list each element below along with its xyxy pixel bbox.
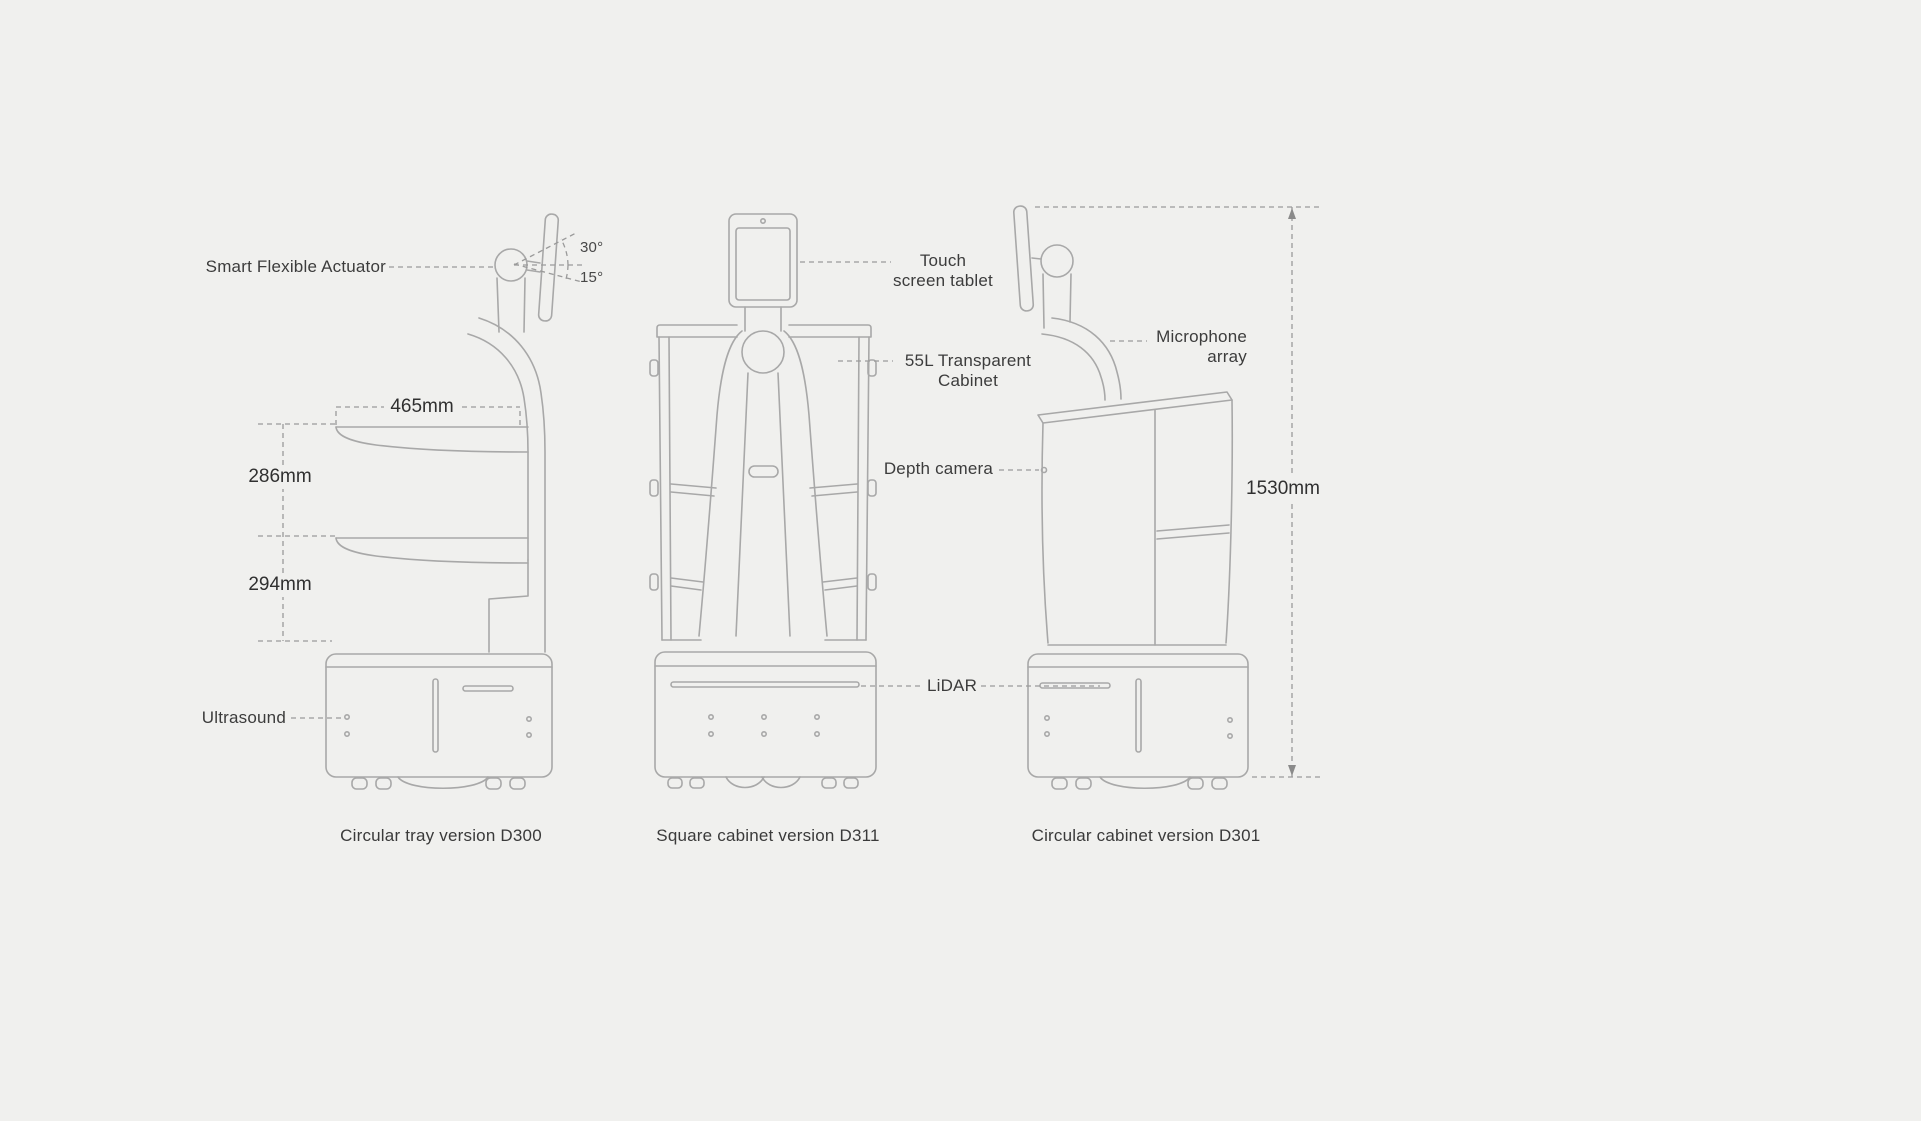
d301-tablet-icon xyxy=(1012,205,1035,312)
label-transparent-cabinet-line1: 55L Transparent xyxy=(904,351,1032,370)
robot-d300-drawing xyxy=(325,213,560,790)
d301-microphone-array-icon xyxy=(1051,317,1122,400)
label-lidar: LiDAR xyxy=(926,676,978,695)
caption-d301: Circular cabinet version D301 xyxy=(1031,826,1261,845)
label-ultrasound: Ultrasound xyxy=(201,708,286,727)
label-angle-15: 15° xyxy=(580,269,604,286)
d300-lidar-slot-icon xyxy=(462,685,514,692)
annotation-lines xyxy=(258,206,1322,778)
dimension-arrows xyxy=(1288,208,1296,776)
label-smart-flexible-actuator: Smart Flexible Actuator xyxy=(205,257,386,276)
d301-depth-camera-icon xyxy=(1040,466,1048,474)
d311-tablet-icon xyxy=(728,213,798,308)
dim-total-height: 1530mm xyxy=(1240,477,1326,501)
label-touch-screen-tablet: Touch screen tablet xyxy=(893,251,993,291)
caption-d300: Circular tray version D300 xyxy=(340,826,542,845)
label-touch-screen-tablet-line2: screen tablet xyxy=(893,271,993,290)
label-transparent-cabinet-line2: Cabinet xyxy=(938,371,998,390)
caption-d311: Square cabinet version D311 xyxy=(656,826,880,845)
d300-tablet-icon xyxy=(537,213,560,322)
label-microphone-array: Microphone array xyxy=(1150,327,1247,367)
label-angle-30: 30° xyxy=(580,239,604,256)
label-microphone-array-line2: array xyxy=(1207,347,1247,366)
dim-tray-width: 465mm xyxy=(384,395,460,419)
label-touch-screen-tablet-line1: Touch xyxy=(919,251,967,270)
d300-actuator-icon xyxy=(494,248,528,282)
dim-tray-gap-lower: 294mm xyxy=(241,573,319,597)
d300-ultrasound-icon xyxy=(343,713,350,720)
dim-tray-gap-upper: 286mm xyxy=(241,465,319,489)
robot-d311-drawing xyxy=(649,213,877,789)
label-depth-camera: Depth camera xyxy=(883,459,993,478)
robot-d301-drawing xyxy=(1012,205,1249,790)
label-transparent-cabinet: 55L Transparent Cabinet xyxy=(898,351,1038,391)
label-microphone-array-line1: Microphone xyxy=(1156,327,1247,346)
d311-lidar-slot-icon xyxy=(670,681,860,688)
